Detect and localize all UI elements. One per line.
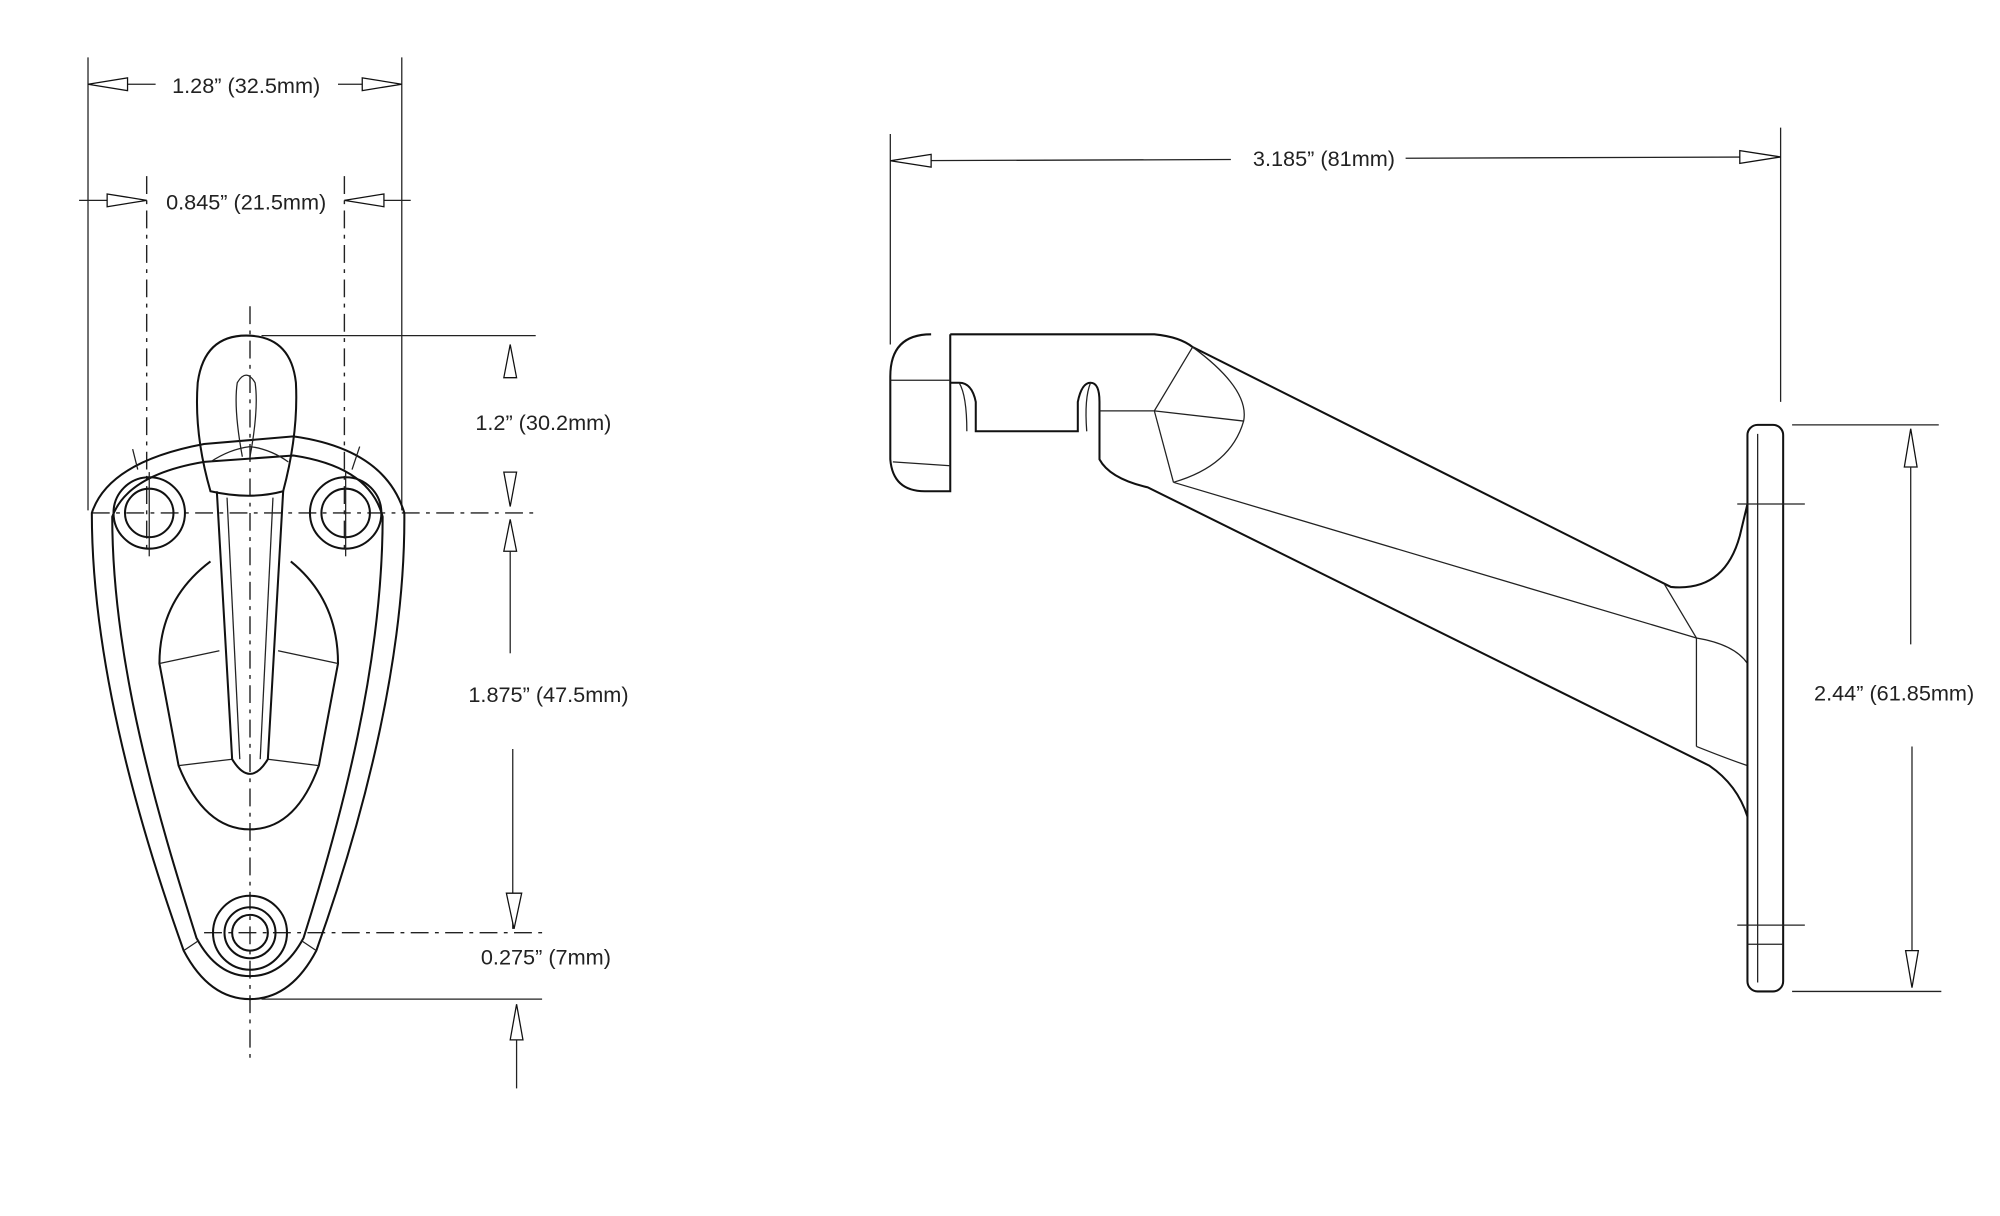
dim-overall-width: 1.28” (32.5mm) xyxy=(172,73,320,98)
bracket-base-outline xyxy=(90,435,406,1001)
hook-head xyxy=(195,334,298,497)
arm-outline xyxy=(950,333,1749,589)
side-view: 3.185” (81mm) 2.44” (61.85mm) xyxy=(889,127,1974,993)
dim-hole-spacing: 0.845” (21.5mm) xyxy=(166,189,326,214)
wall-plate xyxy=(1746,423,1785,993)
mount-hole xyxy=(211,894,289,971)
hook-stem xyxy=(215,491,285,775)
front-view: 1.28” (32.5mm) 0.845” (21.5mm) xyxy=(79,57,629,1089)
dim-hole-vertical: 1.875” (47.5mm) xyxy=(468,682,628,707)
dim-projection: 3.185” (81mm) xyxy=(1253,146,1395,171)
dim-bottom-offset: 0.275” (7mm) xyxy=(481,945,611,970)
dim-hook-height: 1.2” (30.2mm) xyxy=(475,410,611,435)
dim-plate-height: 2.44” (61.85mm) xyxy=(1814,681,1974,706)
arm-end-cap xyxy=(889,333,952,493)
